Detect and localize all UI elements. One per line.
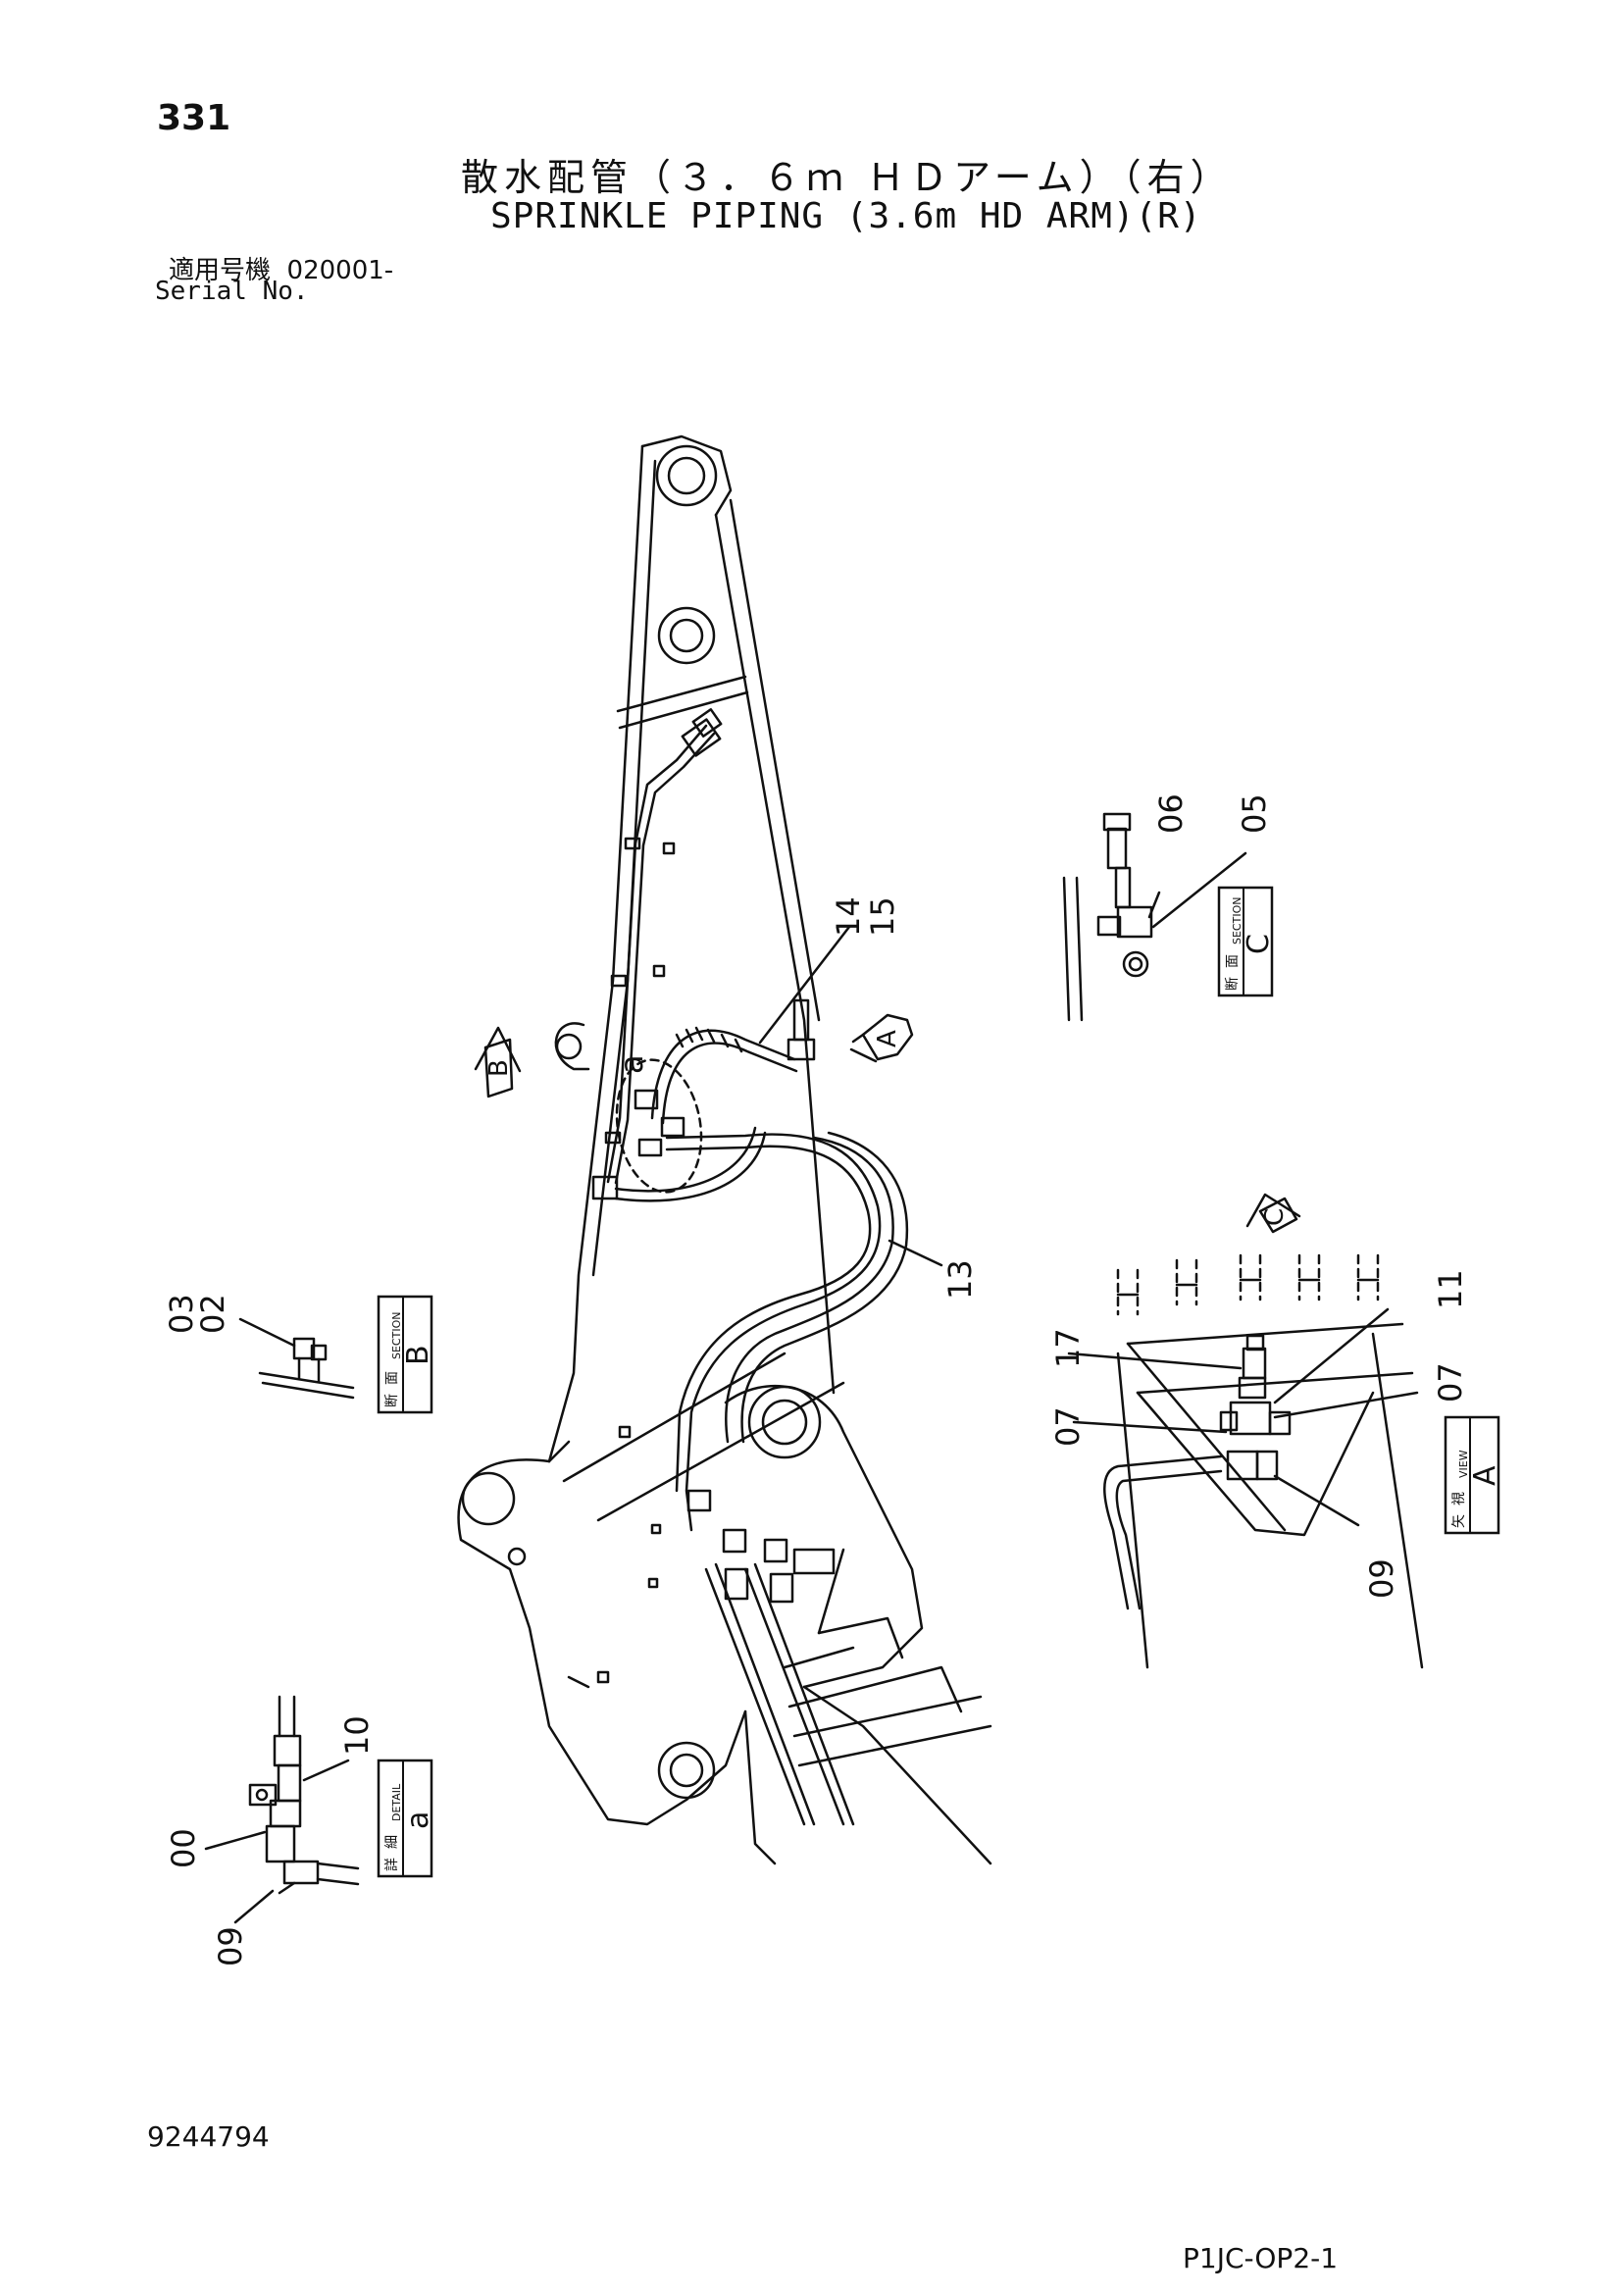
serial-label-english: Serial No.: [155, 277, 309, 306]
view-marker-letters: A B C: [484, 1030, 1290, 1226]
page-number: 331: [157, 98, 231, 138]
view-arrow-a: [849, 1013, 914, 1063]
document-number: 9244794: [147, 2120, 270, 2153]
callout-02: 02: [194, 1294, 231, 1334]
callout-09-view-a: 09: [1363, 1558, 1400, 1599]
section-b-kanji1: 断: [384, 1394, 400, 1407]
detail-a-marker: a: [613, 1054, 650, 1074]
section-b-kanji2: 面: [384, 1371, 400, 1385]
view-a-detail: [1067, 1253, 1424, 1669]
sprinkle-hose-route: [591, 708, 909, 1604]
section-c-en: SECTION: [1231, 897, 1243, 944]
view-arrow-b: [474, 1026, 522, 1098]
section-b-letter: B: [401, 1345, 435, 1365]
callout-05: 05: [1236, 793, 1273, 834]
serial-label-japanese: 適用号機 020001-: [169, 250, 393, 286]
callout-07-left: 07: [1049, 1406, 1087, 1447]
view-marker-c: C: [1260, 1208, 1290, 1226]
section-c-letter: C: [1242, 934, 1276, 954]
callout-07-right: 07: [1432, 1362, 1469, 1403]
serial-value: 020001-: [286, 256, 394, 285]
callout-17: 17: [1049, 1328, 1087, 1368]
callout-03: 03: [163, 1294, 200, 1334]
callout-labels: 14 15 13 06 05 03 02 17 11 07 07 09 10 0…: [163, 793, 1469, 1966]
section-c-detail: [1062, 812, 1247, 1022]
callout-06: 06: [1152, 793, 1190, 834]
title-english: SPRINKLE PIPING (3.6m HD ARM)(R): [490, 196, 1202, 236]
section-b-detail: [238, 1317, 355, 1400]
detail-a-drawing: [204, 1695, 360, 1924]
callout-10: 10: [338, 1715, 376, 1756]
serial-label-jp-text: 適用号機: [169, 256, 272, 285]
view-a-en: VIEW: [1457, 1450, 1470, 1478]
title-japanese: 散水配管（３．６ｍ ＨＤアーム）（右）: [461, 156, 1234, 199]
view-marker-a: A: [873, 1030, 902, 1047]
callout-13: 13: [941, 1259, 979, 1300]
label-box-view-a: 矢 視 VIEW A: [1444, 1415, 1502, 1535]
callout-14: 14: [830, 896, 867, 937]
view-arrow-c: [1245, 1193, 1301, 1234]
arm-body: [457, 434, 992, 1865]
detail-a-kanji1: 詳: [384, 1858, 400, 1871]
section-c-kanji1: 断: [1225, 977, 1241, 991]
main-leader-lines: [758, 925, 943, 1267]
label-box-section-b: 断 面 SECTION B: [377, 1295, 435, 1414]
section-b-en: SECTION: [390, 1312, 403, 1359]
page-code: P1JC-OP2-1: [1183, 2242, 1339, 2274]
callout-11: 11: [1432, 1269, 1469, 1309]
view-marker-b: B: [484, 1059, 514, 1077]
section-c-kanji2: 面: [1225, 954, 1241, 968]
view-a-kanji1: 矢: [1451, 1514, 1467, 1528]
callout-00: 00: [165, 1828, 202, 1868]
view-a-letter: A: [1468, 1465, 1502, 1486]
label-box-detail-a: 詳 細 DETAIL a: [377, 1759, 435, 1878]
detail-a-en: DETAIL: [390, 1783, 403, 1821]
callout-09-detail-a: 09: [212, 1926, 249, 1966]
view-a-kanji2: 視: [1451, 1492, 1467, 1505]
detail-a-kanji2: 細: [384, 1835, 400, 1849]
callout-15: 15: [864, 896, 901, 937]
label-box-section-c: 断 面 SECTION C: [1217, 886, 1276, 997]
detail-a-letter: a: [401, 1811, 435, 1829]
